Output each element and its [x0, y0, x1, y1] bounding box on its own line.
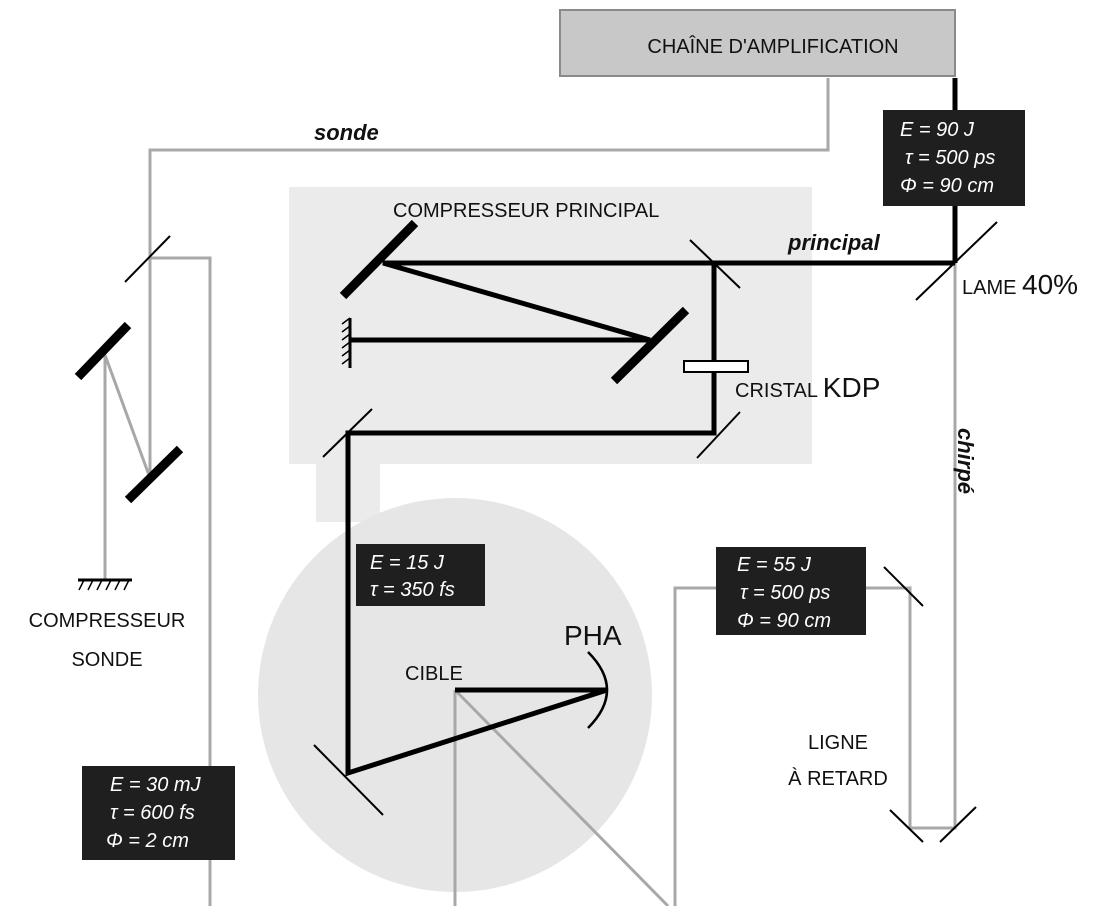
param-energy: E = 30 mJ [110, 774, 202, 796]
compressor-grating-1 [339, 219, 419, 300]
amplifier-output-params: E = 90 J τ = 500 ps Φ = 90 cm [883, 110, 1025, 206]
param-diameter: Φ = 90 cm [900, 175, 994, 197]
probe-compressor-grating-1 [74, 321, 132, 381]
crystal-name: KDP [823, 372, 881, 403]
compressor-exit-mirror-1 [696, 411, 741, 459]
param-box [356, 544, 485, 606]
delay-line-label-2: À RETARD [788, 767, 888, 790]
crystal-prefix: CRISTAL [735, 380, 823, 402]
crystal-label: CRISTAL KDP [735, 372, 880, 403]
main-turning-mirror [689, 239, 741, 289]
delay-mirror-left [889, 809, 924, 843]
param-box [82, 766, 235, 860]
probe-beam-path [148, 78, 830, 478]
probe-pickoff-mirror [124, 235, 171, 283]
splitter-prefix: LAME [962, 277, 1022, 299]
param-box [716, 547, 866, 635]
main-beam-path [350, 260, 955, 343]
param-duration: τ = 500 ps [740, 582, 830, 604]
compressed-params: E = 15 J τ = 350 fs [356, 544, 485, 606]
delay-mirror-right [939, 806, 977, 843]
compressor-grating-2 [610, 306, 690, 385]
chirped-beam-label: chirpé [953, 428, 978, 494]
amplifier-chain-label: CHAÎNE D'AMPLIFICATION [647, 35, 898, 58]
probe-compressor-grating-2 [124, 445, 184, 504]
main-beam-label: principal [787, 230, 881, 255]
delay-line-label-1: LIGNE [808, 732, 868, 754]
param-diameter: Φ = 90 cm [737, 610, 831, 632]
probe-params: E = 30 mJ τ = 600 fs Φ = 2 cm [82, 766, 235, 860]
target-label: CIBLE [405, 663, 463, 685]
probe-end-mirror-hatching [78, 579, 130, 591]
pha-detector [587, 651, 609, 729]
retro-mirror-hatching [341, 317, 351, 365]
kdp-crystal [683, 360, 749, 373]
param-duration: τ = 500 ps [905, 147, 995, 169]
param-duration: τ = 350 fs [370, 579, 455, 601]
param-energy: E = 90 J [900, 119, 975, 141]
main-compressor-label: COMPRESSEUR PRINCIPAL [393, 200, 659, 222]
compressor-exit-mirror-2 [322, 408, 373, 458]
amplifier-chain-box [559, 9, 956, 77]
chirped-params: E = 55 J τ = 500 ps Φ = 90 cm [716, 547, 866, 635]
focusing-mirror [313, 744, 384, 816]
probe-beam-to-target [150, 256, 212, 906]
pha-label: PHA [564, 620, 622, 651]
probe-compressor-label-1: COMPRESSEUR [29, 610, 186, 632]
param-duration: τ = 600 fs [110, 802, 195, 824]
chirped-mirror-top [883, 566, 924, 607]
param-energy: E = 55 J [737, 554, 812, 576]
param-energy: E = 15 J [370, 552, 445, 574]
splitter-lame [915, 221, 998, 301]
param-diameter: Φ = 2 cm [106, 830, 189, 852]
chirped-beam-path [673, 263, 957, 906]
probe-compressor-label-2: SONDE [71, 649, 142, 671]
param-box [883, 110, 1025, 206]
main-compressor-zone [289, 187, 812, 464]
probe-beam-label: sonde [314, 120, 379, 145]
probe-compressor-crossbeam [103, 354, 152, 479]
splitter-value: 40% [1022, 269, 1078, 300]
splitter-label: LAME 40% [962, 269, 1078, 300]
